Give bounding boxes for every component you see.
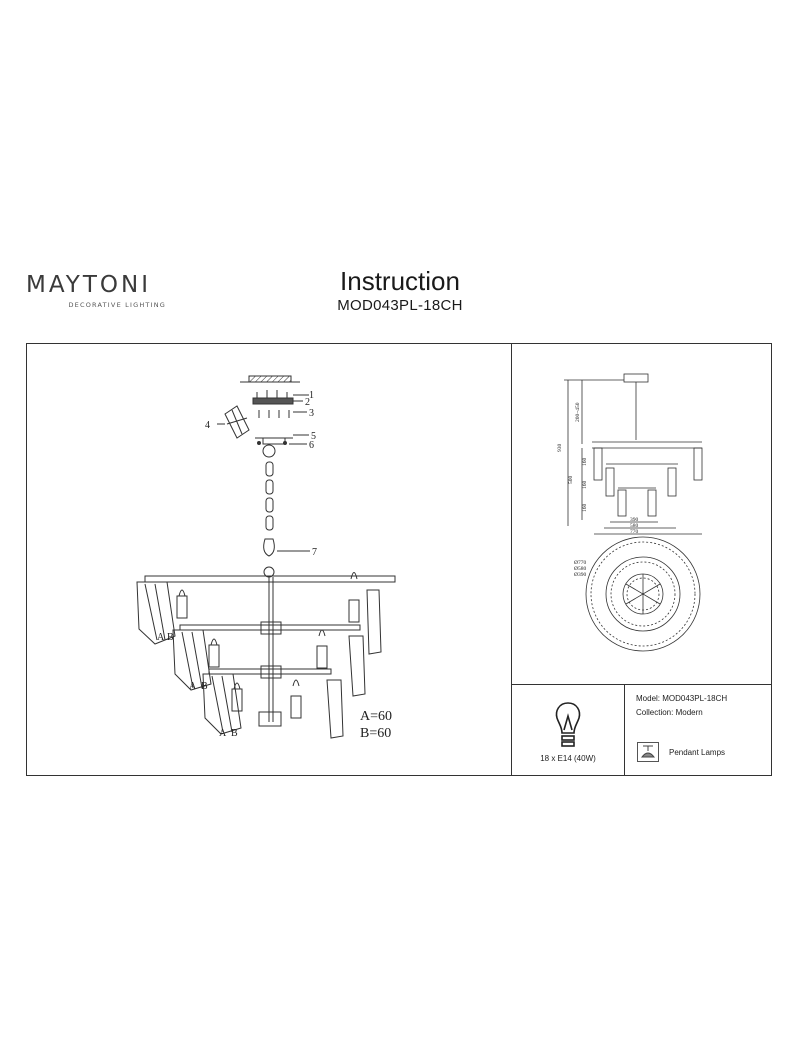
body-height: 500 [568,476,574,485]
shade-label-a: A [219,728,227,739]
dimension-a: A=60 [360,709,393,724]
diameter-580: Ø580 [574,566,586,572]
tier-height-2: 160 [582,481,588,490]
shade-label-a: A [157,632,165,643]
callout-2: 2 [305,397,310,408]
shade-label-b: B [167,632,174,643]
diameter-390: Ø390 [574,572,586,578]
width-580: 580 [630,523,639,529]
frame-divider-horizontal [511,684,772,685]
tier-height-1: 160 [582,458,588,467]
callout-5: 5 [311,431,316,442]
dimension-b: B=60 [360,726,392,741]
bulb-icon [555,702,581,747]
height-total: 930 [557,444,563,453]
height-adjust: 200~450 [575,402,581,422]
dimension-drawing: 930 200~450 500 160 160 160 390 580 770 … [557,373,703,652]
shade-label-a: A [189,681,197,692]
frame-divider-vertical [511,343,512,776]
diameter-770: Ø770 [574,560,586,566]
drawing-frame [26,343,772,776]
callout-7: 7 [312,547,317,558]
collection-info: Collection: Modern [636,708,703,717]
callout-4: 4 [205,420,210,431]
spec-divider [624,684,625,776]
brand-name: MAYTONI [26,272,151,298]
shade-label-b: B [231,728,238,739]
shade-label-b: B [201,681,208,692]
callout-6: 6 [309,440,314,451]
page-title: Instruction [340,266,460,296]
category-label: Pendant Lamps [669,748,726,757]
model-code: MOD043PL-18CH [337,297,463,314]
callout-1: 1 [309,390,314,401]
tier-height-3: 160 [582,504,588,513]
bulb-spec: 18 x E14 (40W) [540,754,596,763]
width-390: 390 [630,517,639,523]
width-770: 770 [630,529,639,535]
callout-3: 3 [309,408,314,419]
title-block: Instruction MOD043PL-18CH [0,268,800,314]
brand-tagline: DECORATIVE LIGHTING [68,301,166,309]
assembly-drawing: 1 2 3 4 5 6 7 A B A B A B [136,375,396,739]
brand-logo: MAYTONI DECORATIVE LIGHTING [26,272,176,310]
pendant-lamp-icon [637,742,659,762]
model-info: Model: MOD043PL-18CH [636,694,728,703]
